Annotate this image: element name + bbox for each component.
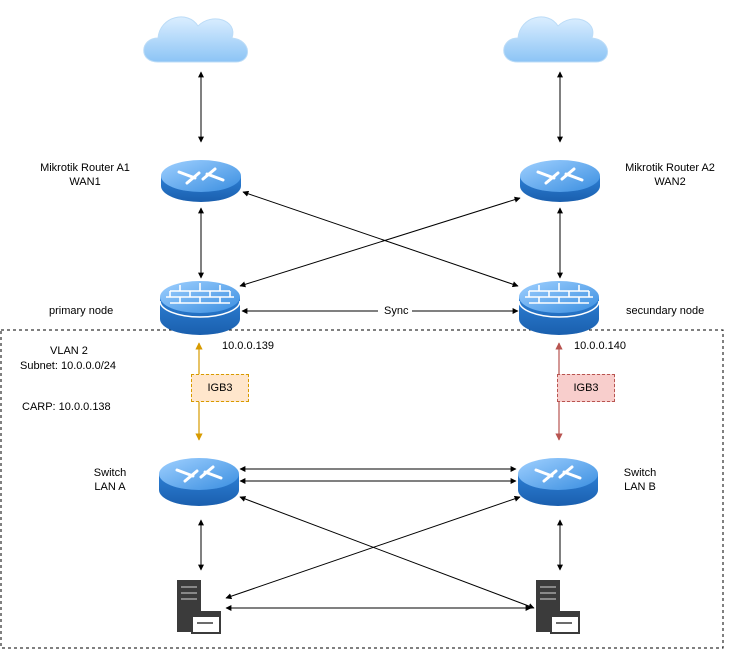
router-a2-label: Mikrotik Router A2 WAN2 — [614, 161, 726, 189]
server-icon-b — [536, 580, 580, 634]
switch-a-lan: LAN A — [94, 481, 126, 493]
router-a1-wan: WAN1 — [69, 176, 101, 188]
link-switch-b-server-a — [225, 495, 521, 600]
switch-a-name: Switch — [93, 467, 127, 479]
primary-ip-label: 10.0.0.139 — [222, 340, 274, 352]
router-icon-a1 — [161, 160, 241, 202]
switch-b-lan: LAN B — [624, 481, 656, 493]
switch-b-name: Switch — [623, 467, 657, 479]
link-switch-a-server-b — [239, 496, 535, 609]
carp-label: CARP: 10.0.0.138 — [22, 401, 111, 413]
server-icon-a — [177, 580, 221, 634]
vlan-label: VLAN 2 — [50, 345, 88, 357]
cloud-icon-right — [503, 16, 608, 63]
secondary-node-label: secundary node — [626, 305, 705, 317]
router-a2-name: Mikrotik Router A2 — [625, 162, 715, 174]
router-a1-label: Mikrotik Router A1 WAN1 — [30, 161, 140, 189]
router-a2-wan: WAN2 — [654, 176, 686, 188]
primary-node-label: primary node — [49, 305, 114, 317]
firewall-icon-primary — [159, 281, 241, 335]
igb-badge-left: IGB3 — [191, 374, 249, 402]
switch-icon-a — [159, 458, 239, 506]
sync-label: Sync — [384, 305, 409, 317]
link-router-a2-primary — [239, 196, 521, 288]
switch-b-label: Switch LAN B — [610, 466, 670, 494]
igb-badge-right: IGB3 — [557, 374, 615, 402]
cloud-icon-left — [143, 16, 248, 63]
router-a1-name: Mikrotik Router A1 — [40, 162, 130, 174]
switch-icon-b — [518, 458, 598, 506]
switch-a-label: Switch LAN A — [80, 466, 140, 494]
secondary-ip-label: 10.0.0.140 — [574, 340, 626, 352]
lan-boundary — [0, 329, 724, 649]
router-icon-a2 — [520, 160, 600, 202]
firewall-icon-secondary — [518, 281, 600, 335]
subnet-label: Subnet: 10.0.0.0/24 — [20, 360, 117, 372]
